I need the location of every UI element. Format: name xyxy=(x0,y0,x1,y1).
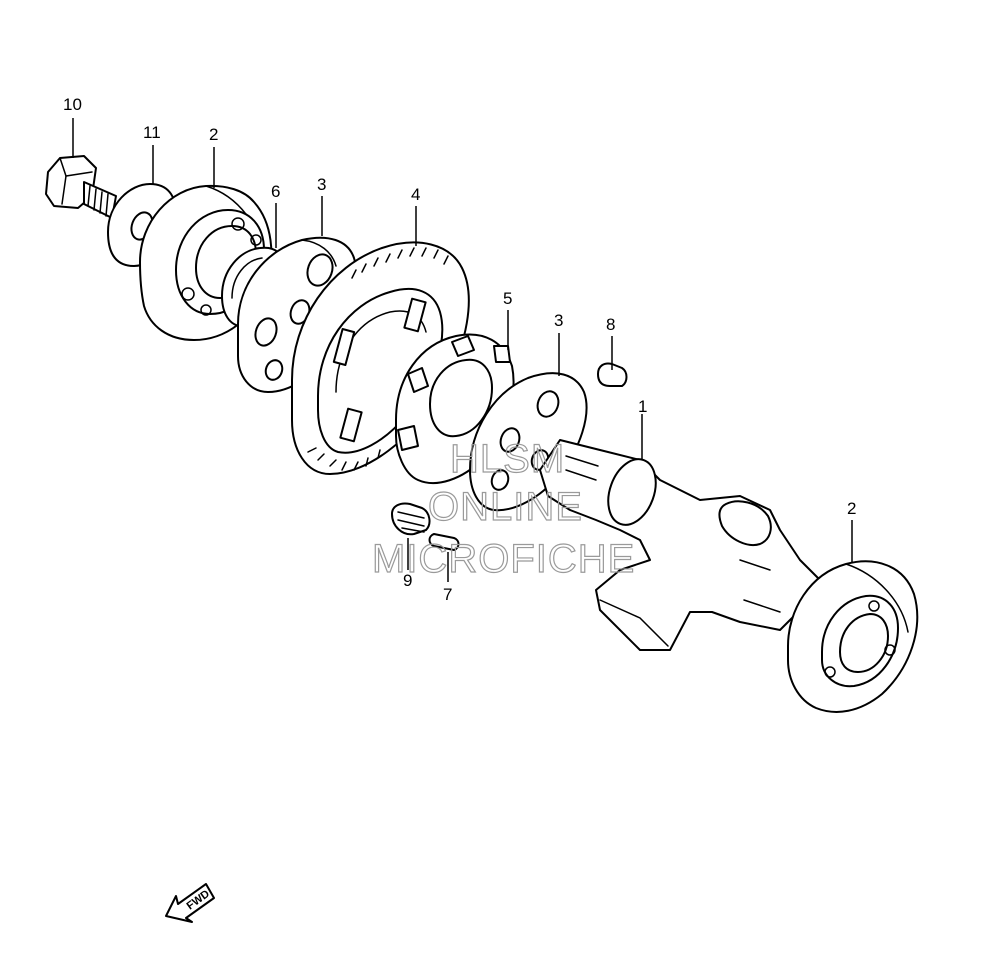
callout-5: 5 xyxy=(503,289,512,308)
leader-lines xyxy=(72,118,853,582)
callout-6: 6 xyxy=(271,182,280,201)
callout-2-left: 2 xyxy=(209,125,218,144)
fwd-arrow-icon: FWD xyxy=(165,883,215,923)
callout-7: 7 xyxy=(443,585,452,604)
watermark: HLSM ONLINE MICROFICHE xyxy=(371,436,635,581)
part-2-bearing-right xyxy=(787,560,919,713)
callout-4: 4 xyxy=(411,185,420,204)
callout-10: 10 xyxy=(63,95,82,114)
watermark-line-2: ONLINE xyxy=(428,485,583,529)
callout-labels: 10 11 2 6 3 4 5 3 8 1 2 9 7 xyxy=(63,95,856,604)
callout-3-left: 3 xyxy=(317,175,326,194)
callout-2-right: 2 xyxy=(847,499,856,518)
part-10-bolt xyxy=(45,155,117,219)
callout-9: 9 xyxy=(403,571,412,590)
callout-8: 8 xyxy=(606,315,615,334)
part-4-gear xyxy=(291,241,470,475)
part-1-shaft xyxy=(539,439,821,651)
watermark-line-3: MICROFICHE xyxy=(372,537,635,581)
watermark-line-1: HLSM xyxy=(450,437,565,481)
part-8-key xyxy=(597,362,628,387)
part-9-spring xyxy=(391,502,431,536)
part-7-pin xyxy=(428,533,460,551)
callout-3-right: 3 xyxy=(554,311,563,330)
callout-11: 11 xyxy=(143,123,161,142)
callout-1: 1 xyxy=(638,397,647,416)
